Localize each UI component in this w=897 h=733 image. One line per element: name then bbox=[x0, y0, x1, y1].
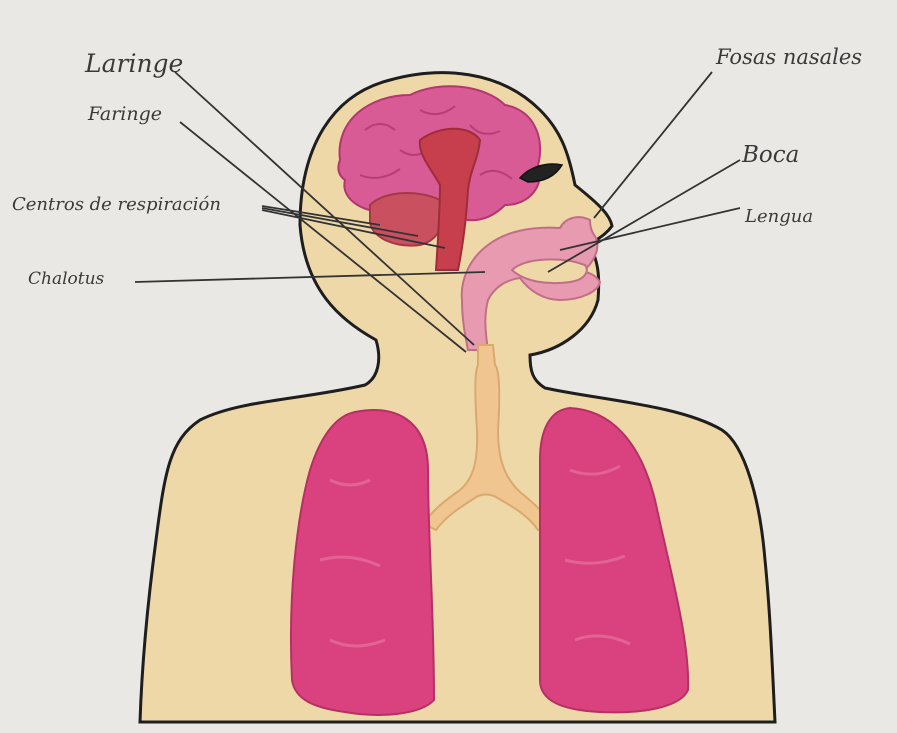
label-lengua: Lengua bbox=[744, 206, 813, 227]
label-boca: Boca bbox=[741, 142, 799, 168]
label-faringe: Faringe bbox=[87, 103, 162, 125]
label-centros: Centros de respiración bbox=[12, 194, 221, 215]
label-chalotus: Chalotus bbox=[28, 269, 105, 289]
cerebellum bbox=[370, 193, 443, 245]
label-laringe: Laringe bbox=[84, 49, 183, 78]
label-fosas: Fosas nasales bbox=[715, 45, 862, 69]
